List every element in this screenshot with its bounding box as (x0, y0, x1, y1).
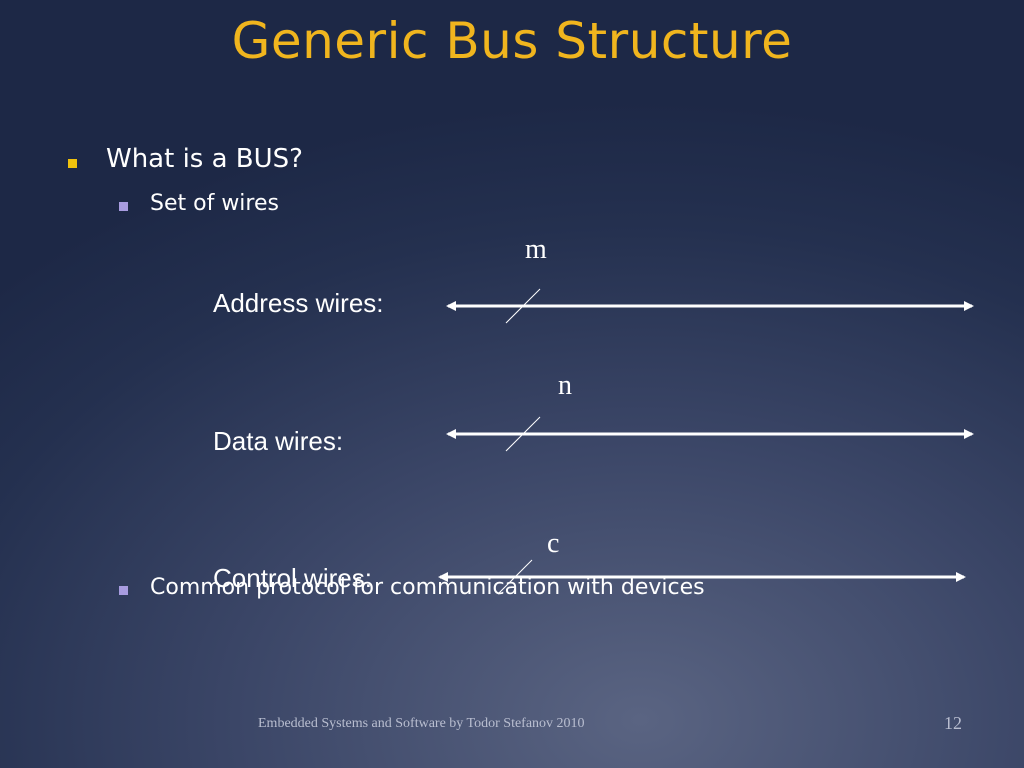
page-number: 12 (944, 713, 962, 733)
address-width-label: m (525, 234, 547, 265)
square-bullet-icon (119, 586, 128, 595)
control-bus-width-slash (497, 559, 533, 595)
square-bullet-icon (68, 159, 77, 168)
bullet-text: Set of wires (150, 191, 279, 216)
bullet-set-of-wires: Set of wires (119, 191, 279, 216)
slide-title: Generic Bus Structure (231, 12, 793, 70)
slide-footer: Embedded Systems and Software by Todor S… (258, 716, 585, 731)
bullet-what-is-bus: What is a BUS? (68, 144, 303, 174)
bullet-text: What is a BUS? (106, 144, 303, 174)
control-width-label: c (547, 528, 560, 559)
square-bullet-icon (119, 202, 128, 211)
address-bus-width-slash (505, 288, 541, 324)
address-wires-label: Address wires: (213, 288, 384, 318)
data-bus-width-slash (505, 416, 541, 452)
control-wires-label: Control wires: (213, 563, 372, 593)
data-width-label: n (558, 370, 572, 401)
data-wires-label: Data wires: (213, 426, 344, 456)
